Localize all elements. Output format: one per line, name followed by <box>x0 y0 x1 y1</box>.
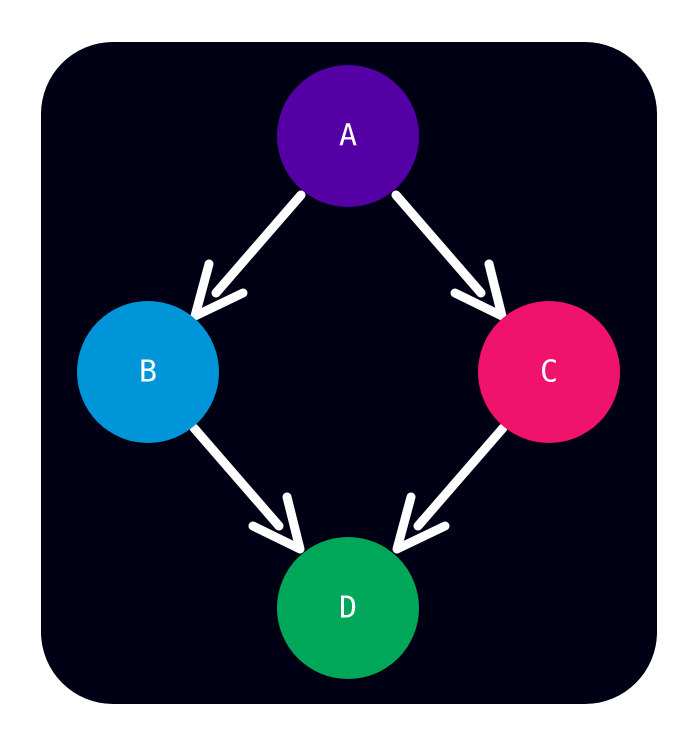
node-d-label: D <box>339 591 357 626</box>
nodes-layer: A B C D <box>77 65 620 679</box>
node-d[interactable]: D <box>277 537 419 679</box>
node-b[interactable]: B <box>77 301 219 443</box>
node-a[interactable]: A <box>277 65 419 207</box>
edges-layer <box>189 190 508 554</box>
node-a-circle <box>277 65 419 207</box>
node-b-label: B <box>139 355 157 390</box>
edge-a-to-b <box>190 190 306 321</box>
node-b-circle <box>77 301 219 443</box>
node-c[interactable]: C <box>478 301 620 443</box>
edge-c-to-d <box>392 423 508 554</box>
edge-a-to-c <box>391 190 507 321</box>
node-c-label: C <box>540 355 558 390</box>
node-d-circle <box>277 537 419 679</box>
edge-b-to-d <box>189 423 305 554</box>
node-a-label: A <box>339 119 357 154</box>
node-c-circle <box>478 301 620 443</box>
